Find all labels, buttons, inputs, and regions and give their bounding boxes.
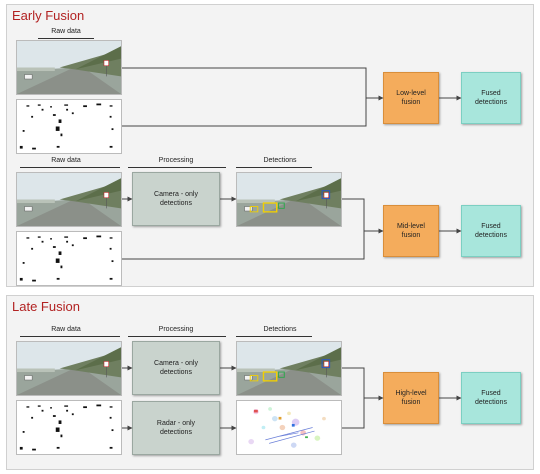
late-fusion-title: Late Fusion [12, 299, 80, 314]
late-fused-detections-box: Fused detections [461, 372, 521, 424]
late-camera-image [16, 341, 122, 396]
mid-detections-underline [236, 167, 312, 168]
mid-processing-header: Processing [158, 157, 194, 164]
early-fused-detections-box: Fused detections [461, 72, 521, 124]
mid-radar-image [16, 231, 122, 286]
late-camera-detections-image [236, 341, 342, 396]
early-camera-image [16, 40, 122, 95]
mid-processing-underline [128, 167, 226, 168]
late-detections-header: Detections [263, 326, 297, 333]
late-radar-image [16, 400, 122, 455]
mid-level-fusion-box: Mid-level fusion [383, 205, 439, 257]
mid-raw-data-header: Raw data [51, 157, 81, 164]
mid-raw-data-underline [20, 167, 120, 168]
late-raw-data-underline [20, 336, 120, 337]
late-camera-processing-box: Camera - only detections [132, 341, 220, 395]
mid-camera-image [16, 172, 122, 227]
high-level-fusion-box: High-level fusion [383, 372, 439, 424]
late-processing-underline [128, 336, 226, 337]
mid-detections-header: Detections [263, 157, 297, 164]
low-level-fusion-box: Low-level fusion [383, 72, 439, 124]
late-processing-header: Processing [158, 326, 194, 333]
early-fusion-title: Early Fusion [12, 8, 85, 23]
mid-camera-detections-image [236, 172, 342, 227]
late-raw-data-header: Raw data [51, 326, 81, 333]
early-radar-image [16, 99, 122, 154]
late-radar-processing-box: Radar - only detections [132, 401, 220, 455]
late-radar-detections-image [236, 400, 342, 455]
early-raw-data-underline [38, 38, 94, 39]
mid-fused-detections-box: Fused detections [461, 205, 521, 257]
early-raw-data-header: Raw data [51, 28, 81, 35]
late-detections-underline [236, 336, 312, 337]
mid-camera-processing-box: Camera - only detections [132, 172, 220, 226]
